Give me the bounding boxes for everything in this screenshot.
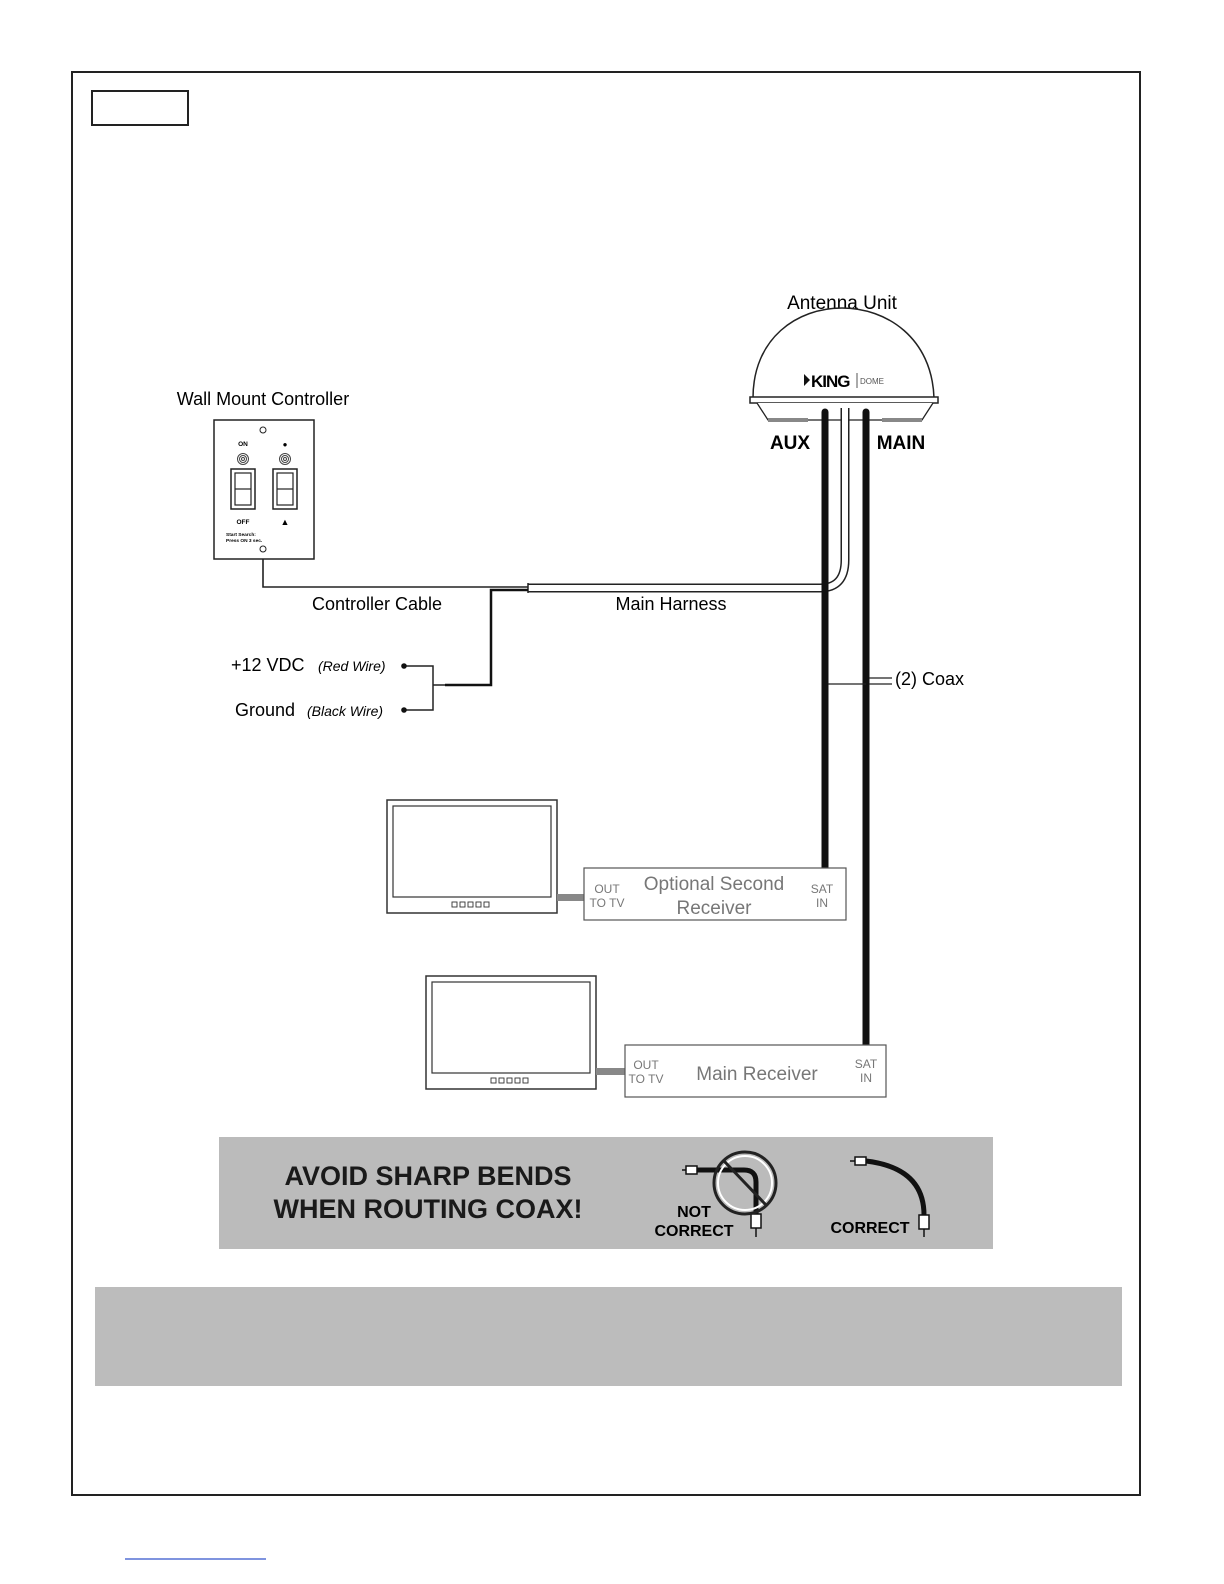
power-wire — [445, 588, 528, 687]
warning-line2: WHEN ROUTING COAX! — [274, 1194, 583, 1224]
prohibition-icon — [712, 1150, 778, 1216]
gentle-bend-coax-icon — [850, 1156, 930, 1237]
led-right-icon — [279, 453, 291, 465]
king-logo: KING DOME — [804, 372, 884, 391]
second-sat-line2: IN — [816, 896, 828, 910]
coax-label: (2) Coax — [895, 669, 964, 689]
main-receiver-box — [624, 1044, 887, 1098]
controller-off-label: OFF — [237, 519, 250, 526]
optional-second-receiver: OUT TO TV Optional Second Receiver SAT I… — [583, 867, 847, 921]
tv-main-screen — [431, 981, 591, 1074]
page-border — [71, 71, 1141, 1496]
wall-mount-controller-label: Wall Mount Controller — [177, 389, 349, 409]
warning-banner-bg — [219, 1137, 993, 1249]
sharp-bend-coax-icon — [682, 1165, 762, 1237]
tv-main — [425, 975, 597, 1090]
power-rocker-switch[interactable] — [230, 468, 256, 510]
second-receiver-box — [583, 867, 847, 921]
main-label: MAIN — [877, 433, 926, 454]
vdc-terminal — [401, 663, 407, 669]
second-out-line2: TO TV — [590, 896, 625, 910]
title-box — [91, 90, 189, 126]
controller-on-label: ON — [238, 441, 248, 448]
king-brand: KING — [811, 372, 850, 391]
main-out-line1: OUT — [633, 1058, 659, 1072]
main-harness-cable-inner — [528, 408, 848, 591]
main-harness-label: Main Harness — [615, 594, 726, 614]
main-sat-line1: SAT — [855, 1057, 878, 1071]
second-receiver-name-line2: Receiver — [677, 898, 753, 919]
wall-mount-controller: Wall Mount Controller ON ● OFF ▲ Start S… — [177, 389, 349, 560]
tv-second-connector — [557, 894, 584, 901]
dome-brand: DOME — [860, 377, 884, 386]
main-out-line2: TO TV — [629, 1072, 664, 1086]
search-rocker-switch[interactable] — [272, 468, 298, 510]
ground-label: Ground — [235, 700, 295, 720]
main-receiver: OUT TO TV Main Receiver SAT IN — [624, 1044, 887, 1098]
king-arrow-icon — [804, 374, 810, 386]
red-wire-label: (Red Wire) — [318, 658, 386, 674]
antenna-base — [749, 396, 939, 404]
aux-label: AUX — [770, 433, 810, 454]
correct-label: CORRECT — [830, 1220, 909, 1237]
antenna-unit-label: Antenna Unit — [787, 293, 898, 314]
antenna-foot-right — [882, 418, 922, 422]
controller-screw-bottom — [259, 545, 267, 553]
main-receiver-name: Main Receiver — [696, 1064, 818, 1085]
tv-second-buttons — [451, 901, 490, 908]
controller-cable — [262, 559, 528, 588]
second-sat-line1: SAT — [811, 882, 834, 896]
not-correct-line1: NOT — [677, 1204, 711, 1221]
controller-start-line2: Press ON 3 sec. — [226, 538, 262, 544]
ground-terminal — [401, 707, 407, 713]
power-split-bracket — [404, 665, 445, 711]
tv-second-screen — [392, 805, 552, 898]
coax-warning-banner: AVOID SHARP BENDS WHEN ROUTING COAX! NOT… — [219, 1137, 993, 1249]
main-sat-line2: IN — [860, 1071, 872, 1085]
second-receiver-name-line1: Optional Second — [644, 874, 785, 895]
second-out-line1: OUT — [594, 882, 620, 896]
black-wire-label: (Black Wire) — [307, 703, 383, 719]
tv-main-buttons — [490, 1077, 529, 1084]
controller-cable-label: Controller Cable — [312, 594, 442, 614]
vdc-label: +12 VDC — [231, 655, 305, 675]
controller-screw-top — [259, 426, 267, 434]
warning-line1: AVOID SHARP BENDS — [284, 1161, 571, 1191]
led-left-icon — [237, 453, 249, 465]
tv-main-connector — [596, 1068, 625, 1075]
antenna-foot-left — [768, 418, 808, 422]
not-correct-line2: CORRECT — [654, 1223, 733, 1240]
tv-second — [386, 799, 558, 914]
controller-start-line1: Start Search: — [226, 532, 256, 538]
controller-arrow-icon: ▲ — [281, 517, 290, 527]
note-box — [95, 1287, 1122, 1386]
controller-dot-label: ● — [283, 440, 288, 449]
antenna-unit: Antenna Unit KING DOME AUX MAIN — [749, 293, 939, 454]
antenna-dome — [752, 307, 935, 399]
